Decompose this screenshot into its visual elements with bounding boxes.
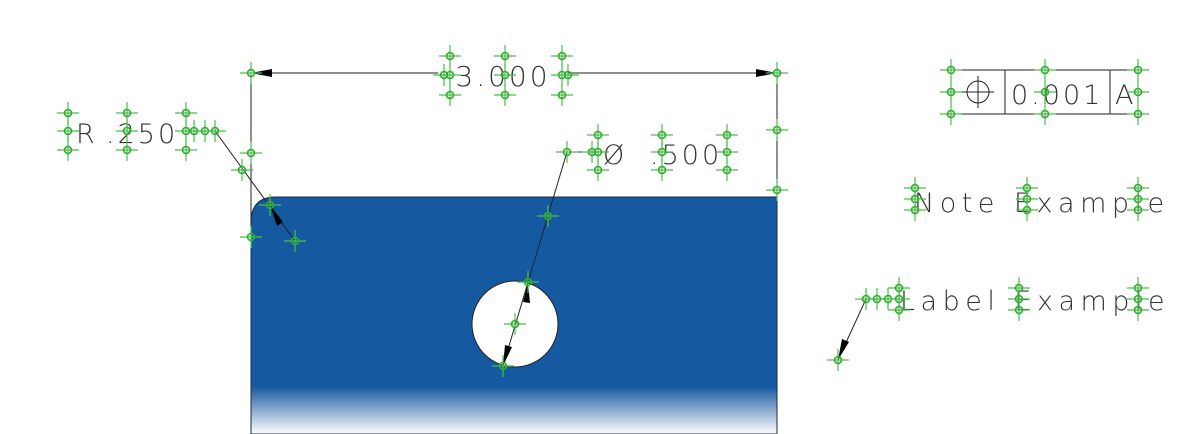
- handle-icon[interactable]: [940, 81, 962, 103]
- handle-icon[interactable]: [175, 139, 197, 161]
- handle-icon[interactable]: [240, 62, 262, 84]
- label-text[interactable]: Label Example: [900, 286, 1170, 317]
- handle-icon[interactable]: [1127, 59, 1149, 81]
- handle-icon[interactable]: [240, 226, 262, 248]
- handle-icon[interactable]: [1034, 81, 1056, 103]
- handle-icon[interactable]: [492, 355, 514, 377]
- handle-icon[interactable]: [1127, 199, 1149, 221]
- handle-icon[interactable]: [716, 159, 738, 181]
- handle-icon[interactable]: [888, 299, 910, 321]
- handle-icon[interactable]: [57, 139, 79, 161]
- handle-icon[interactable]: [494, 45, 516, 67]
- diameter-symbol: Ø: [603, 140, 627, 171]
- handle-icon[interactable]: [904, 199, 926, 221]
- handle-icon[interactable]: [537, 205, 559, 227]
- handle-icon[interactable]: [766, 62, 788, 84]
- radius-prefix: R: [76, 119, 98, 150]
- width-dim-text[interactable]: 3.000: [455, 60, 550, 93]
- handle-icon[interactable]: [557, 64, 579, 86]
- handle-icon[interactable]: [517, 271, 539, 293]
- handle-icon[interactable]: [1127, 103, 1149, 125]
- handle-icon[interactable]: [556, 141, 578, 163]
- arrow-icon: [838, 339, 849, 360]
- handle-icon[interactable]: [766, 179, 788, 201]
- handle-icon[interactable]: [284, 230, 306, 252]
- handle-icon[interactable]: [504, 313, 526, 335]
- handle-icon[interactable]: [439, 84, 461, 106]
- handle-icon[interactable]: [116, 120, 138, 142]
- handle-icon[interactable]: [1034, 59, 1056, 81]
- radius-value[interactable]: .250: [106, 119, 178, 150]
- handle-icon[interactable]: [433, 64, 455, 86]
- handle-icon[interactable]: [439, 45, 461, 67]
- handle-icon[interactable]: [494, 64, 516, 86]
- handle-icon[interactable]: [231, 159, 253, 181]
- position-icon: [962, 76, 994, 108]
- handle-icon[interactable]: [1034, 103, 1056, 125]
- handle-icon[interactable]: [827, 349, 849, 371]
- handle-icon[interactable]: [1127, 81, 1149, 103]
- handle-icon[interactable]: [651, 159, 673, 181]
- handle-icon[interactable]: [116, 139, 138, 161]
- label-annotation[interactable]: Label Example: [837, 286, 1170, 361]
- handle-icon[interactable]: [1127, 299, 1149, 321]
- selection-handles[interactable]: [57, 45, 1149, 377]
- handle-icon[interactable]: [240, 142, 262, 164]
- arrow-up-icon: [503, 345, 512, 366]
- handle-icon[interactable]: [551, 84, 573, 106]
- tolerance-value[interactable]: 0.001: [1011, 80, 1103, 111]
- datum-reference[interactable]: A: [1115, 80, 1136, 111]
- arrow-icon: [270, 205, 283, 226]
- handle-icon[interactable]: [587, 124, 609, 146]
- handle-icon[interactable]: [494, 84, 516, 106]
- handle-icon[interactable]: [1008, 299, 1030, 321]
- handle-icon[interactable]: [766, 119, 788, 141]
- handle-icon[interactable]: [587, 159, 609, 181]
- note-text[interactable]: Note Example: [914, 188, 1170, 219]
- handle-icon[interactable]: [259, 194, 281, 216]
- handle-icon[interactable]: [57, 120, 79, 142]
- handle-icon[interactable]: [204, 120, 226, 142]
- handle-icon[interactable]: [1016, 199, 1038, 221]
- handle-icon[interactable]: [940, 59, 962, 81]
- handle-icon[interactable]: [940, 103, 962, 125]
- handle-icon[interactable]: [551, 45, 573, 67]
